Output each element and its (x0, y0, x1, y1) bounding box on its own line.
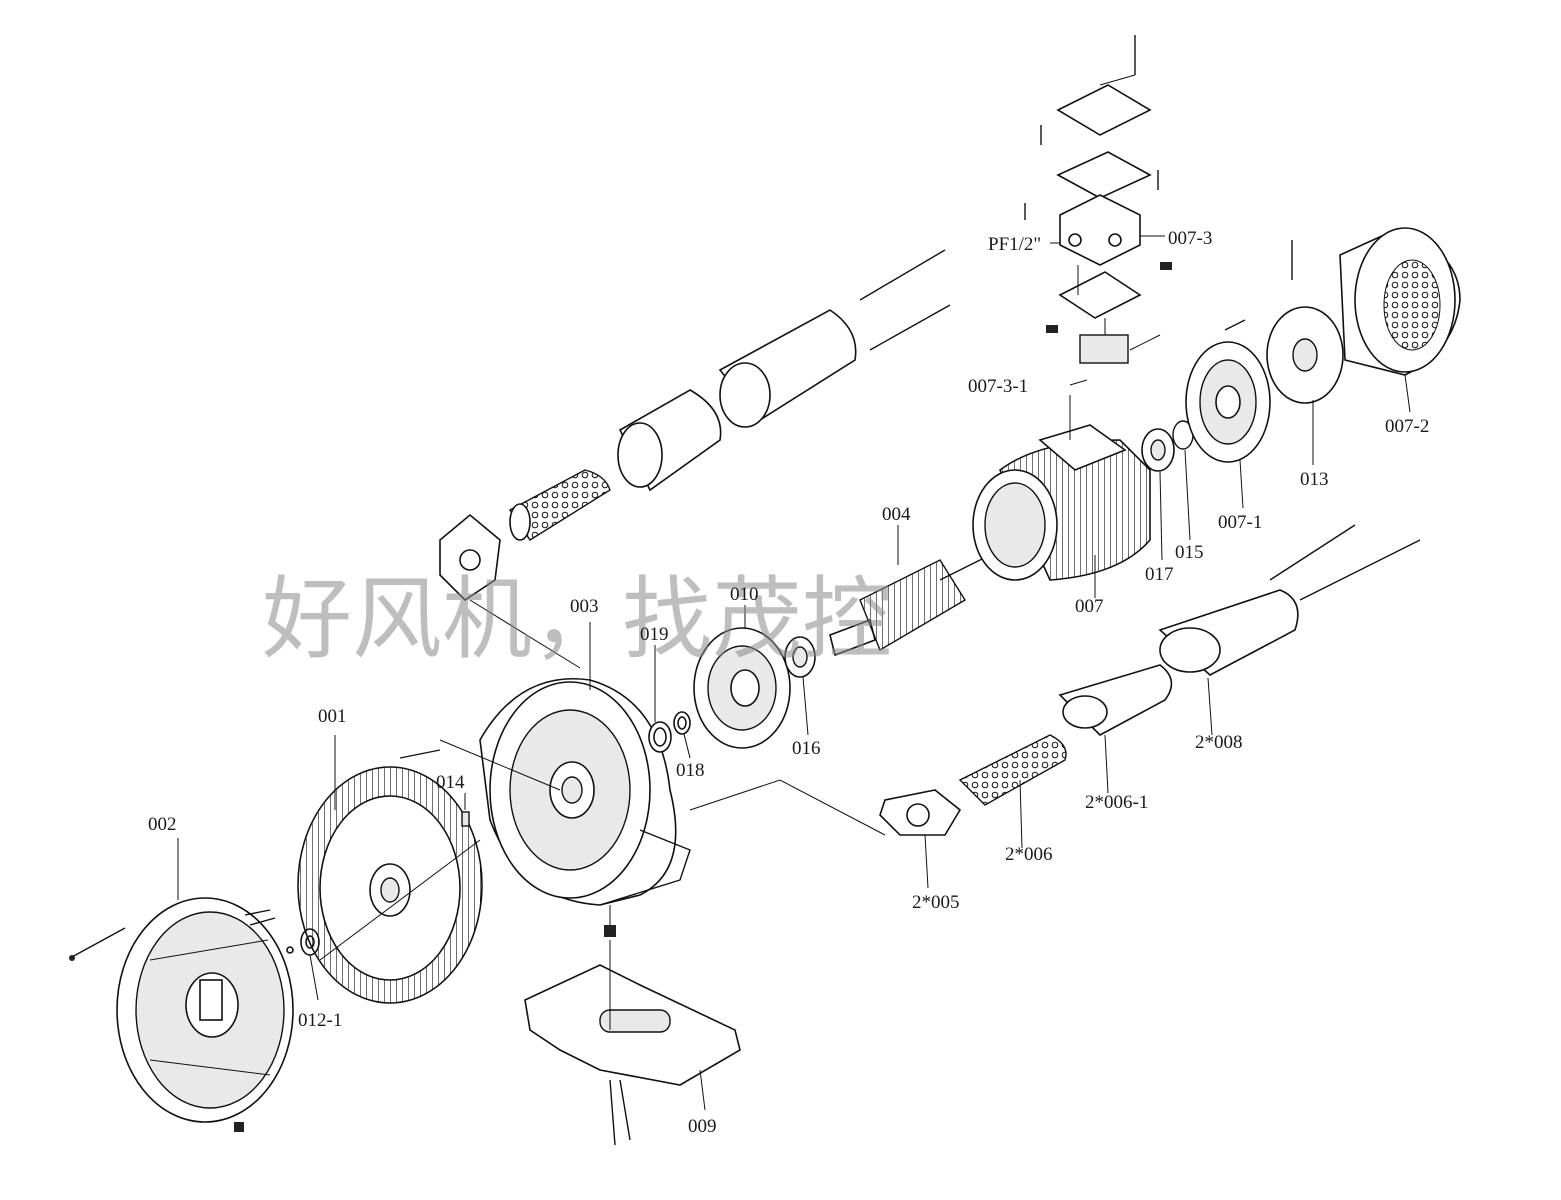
impeller-001 (297, 735, 483, 1004)
label-009: 009 (688, 1116, 717, 1137)
label-002: 002 (148, 814, 177, 835)
label-007-2: 007-2 (1385, 416, 1429, 437)
label-007-3-1: 007-3-1 (968, 376, 1028, 397)
fan-cover-007-2 (1339, 227, 1461, 413)
label-019: 019 (640, 624, 669, 645)
label-007: 007 (1075, 596, 1104, 617)
motor-body-007 (972, 395, 1151, 598)
label-007-1: 007-1 (1218, 512, 1262, 533)
bearing-017 (1141, 428, 1175, 561)
upper-silencer (439, 249, 951, 602)
label-015: 015 (1175, 542, 1204, 563)
bearing-cover-010 (693, 605, 791, 749)
label-007-3: 007-3 (1168, 228, 1212, 249)
label-016: 016 (792, 738, 821, 759)
ring-015 (1172, 420, 1194, 541)
label-013: 013 (1300, 469, 1329, 490)
label-010: 010 (730, 584, 759, 605)
cooling-fan-013 (1266, 240, 1344, 465)
label-pf: PF1/2" (988, 234, 1041, 255)
bearing-016 (784, 636, 816, 736)
seal-019 (648, 645, 672, 753)
lower-silencer (689, 524, 1421, 889)
label-2-005: 2*005 (912, 892, 960, 913)
label-003: 003 (570, 596, 599, 617)
rear-cover-007-1 (1185, 319, 1271, 509)
label-001: 001 (318, 706, 347, 727)
key-014 (461, 793, 470, 827)
label-017: 017 (1145, 564, 1174, 585)
base-plate-009 (524, 925, 741, 1146)
label-018: 018 (676, 760, 705, 781)
terminal-box-007-3 (1024, 35, 1172, 386)
front-cover-002 (69, 838, 294, 1132)
label-004: 004 (882, 504, 911, 525)
label-2-006-1: 2*006-1 (1085, 792, 1148, 813)
watermark-text: 好风机，找茂控 (262, 567, 892, 672)
label-2-008: 2*008 (1195, 732, 1243, 753)
label-014: 014 (436, 772, 465, 793)
label-2-006: 2*006 (1005, 844, 1053, 865)
seal-018 (673, 711, 691, 759)
housing-003 (399, 599, 691, 928)
label-012-1: 012-1 (298, 1010, 342, 1031)
